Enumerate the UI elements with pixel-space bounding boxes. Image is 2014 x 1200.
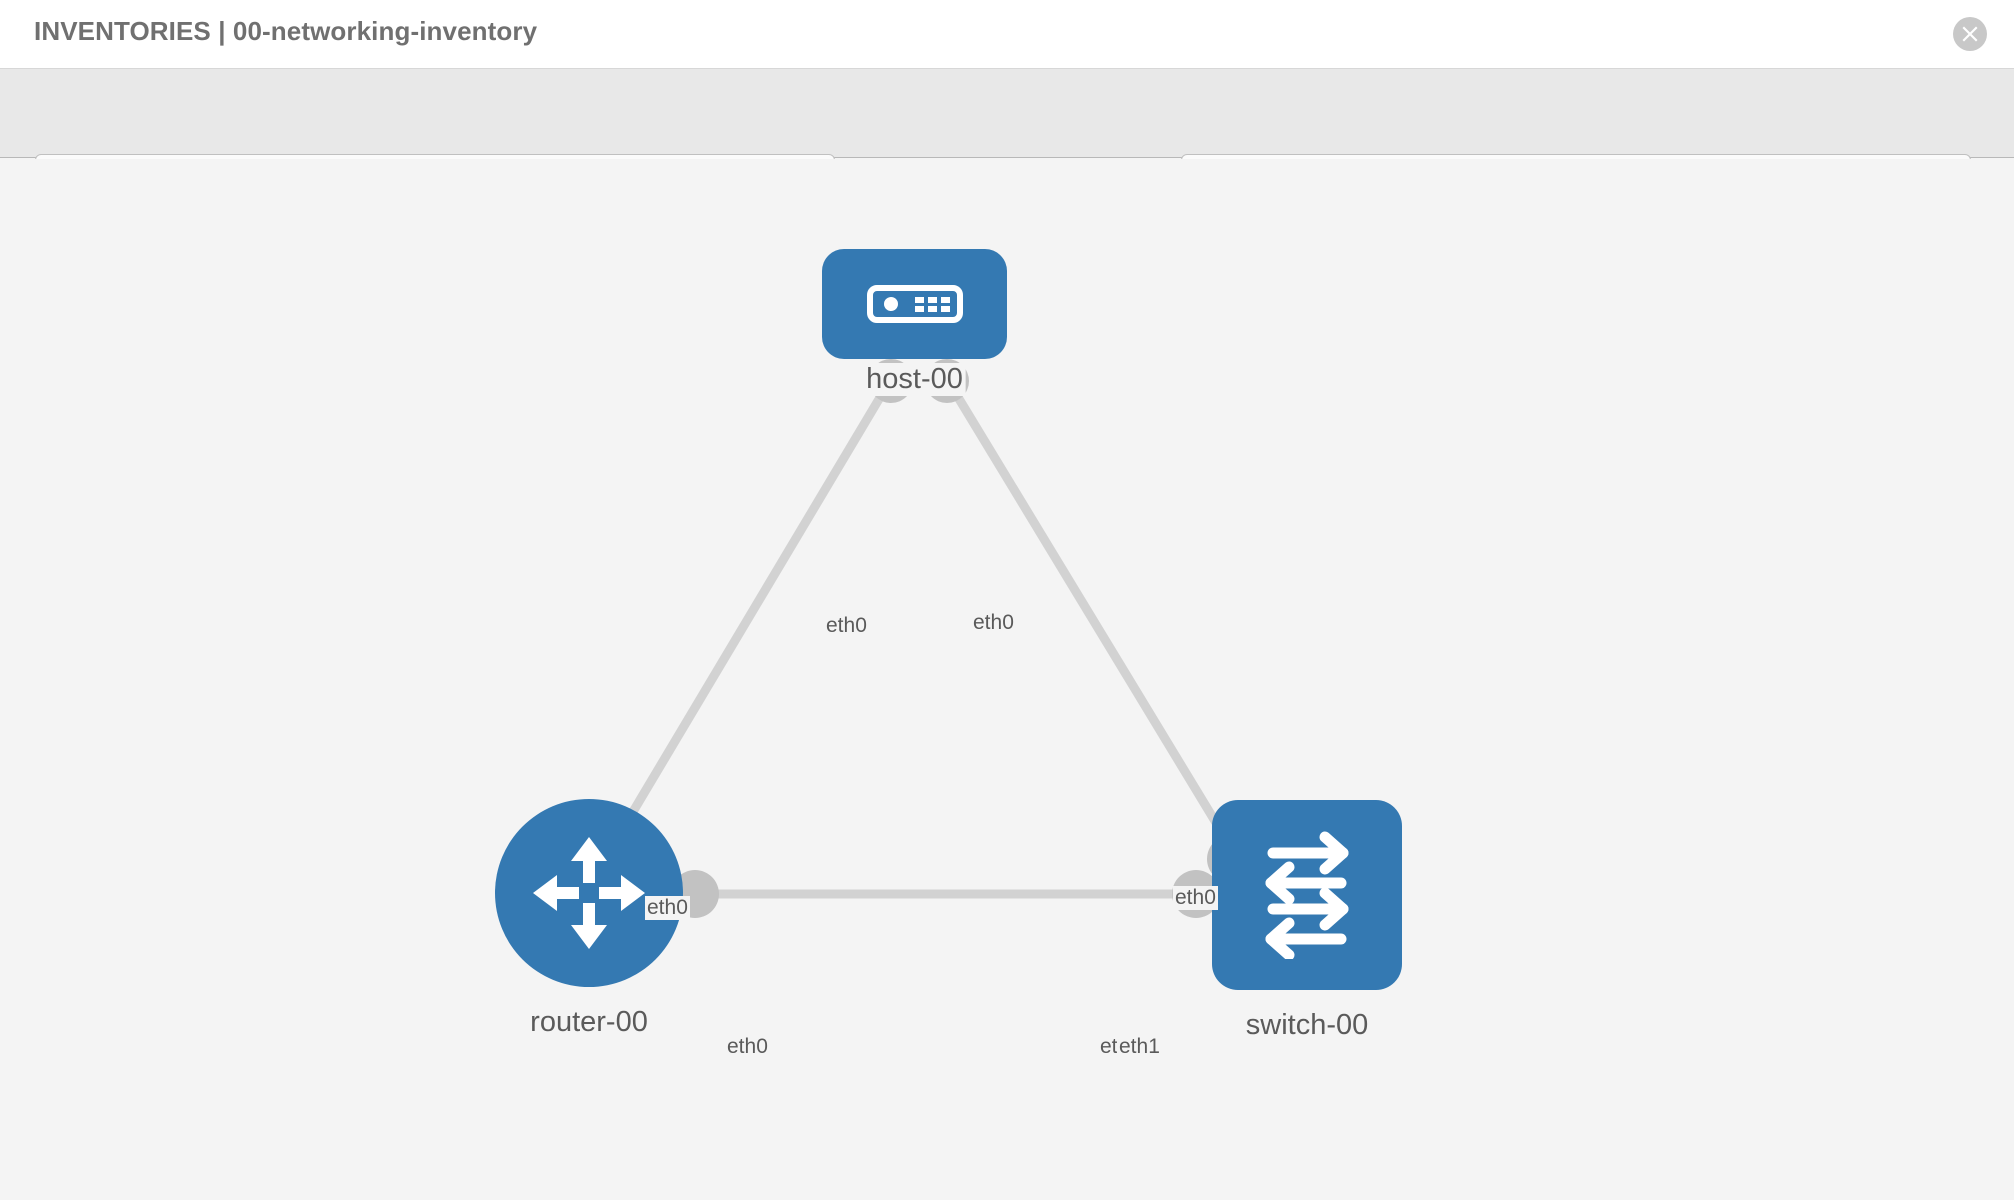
port-label: eth0 [725, 1035, 770, 1059]
topology-links [596, 359, 1255, 918]
node-label: router-00 [527, 1006, 651, 1039]
node-host-00[interactable]: host-00 [822, 249, 1007, 396]
toolbar: ACTIONS SEARCH [0, 69, 2014, 207]
topology-canvas[interactable]: host-00 router-00 [0, 159, 2014, 1200]
link-host-router [596, 381, 892, 870]
port-label: eth0 [1173, 886, 1218, 910]
router-icon [495, 799, 683, 987]
close-icon[interactable] [1953, 17, 1987, 51]
link-host-switch [946, 381, 1242, 862]
server-icon [822, 249, 1007, 359]
port-label: eth0 [824, 614, 869, 638]
port-label: eth1 [1117, 1035, 1162, 1059]
port-label: eth0 [645, 896, 690, 920]
node-label: host-00 [863, 363, 966, 396]
node-switch-00[interactable]: switch-00 [1212, 800, 1402, 1042]
node-label: switch-00 [1242, 1009, 1372, 1042]
node-router-00[interactable]: router-00 [495, 799, 683, 1039]
port-label: eth0 [971, 611, 1016, 635]
page-title: INVENTORIES | 00-networking-inventory [34, 16, 538, 46]
page-header: INVENTORIES | 00-networking-inventory [0, 0, 2014, 69]
switch-icon [1212, 800, 1402, 990]
